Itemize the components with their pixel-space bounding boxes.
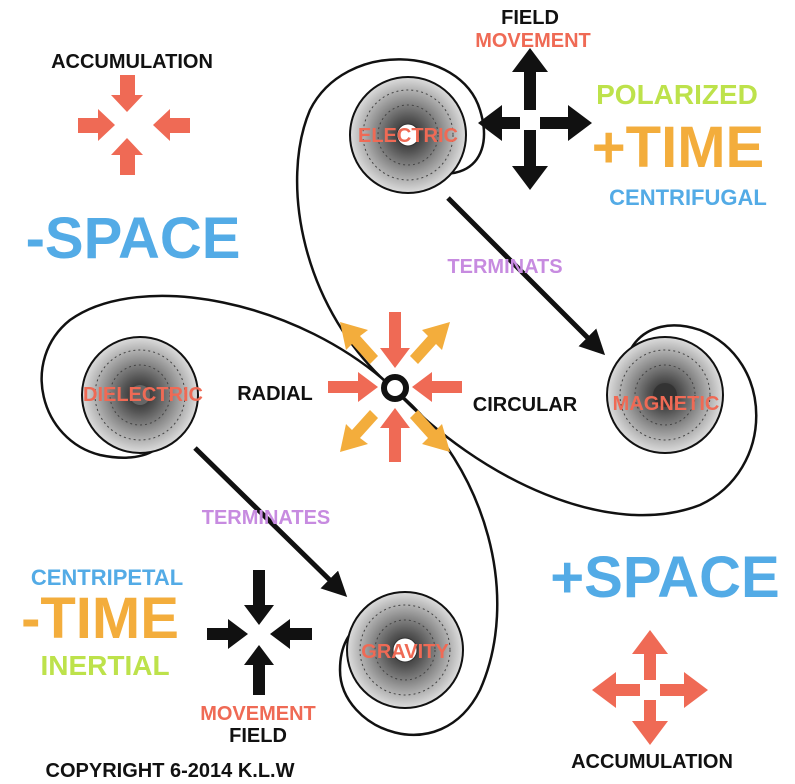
gravity-label: GRAVITY	[361, 641, 449, 663]
dielectric-label: DIELECTRIC	[83, 384, 203, 406]
field-bottom-label: FIELD	[229, 725, 287, 747]
plus-time-label: +TIME	[592, 115, 764, 180]
field-movement-bottom-inward-arrows-icon	[207, 570, 312, 695]
centrifugal-label: CENTRIFUGAL	[609, 185, 767, 210]
magnetic-label: MAGNETIC	[613, 393, 720, 415]
accumulation-top-inward-arrows-icon	[78, 75, 190, 175]
polarized-label: POLARIZED	[596, 79, 758, 110]
electric-label: ELECTRIC	[358, 125, 458, 147]
copyright-label: COPYRIGHT 6-2014 K.L.W	[46, 760, 295, 782]
accumulation-top-label: ACCUMULATION	[51, 51, 213, 73]
circular-label: CIRCULAR	[473, 394, 578, 416]
terminats-label: TERMINATS	[447, 256, 562, 278]
movement-bottom-label: MOVEMENT	[200, 703, 316, 725]
accumulation-bottom-outward-arrows-icon	[592, 630, 708, 745]
terminates-label: TERMINATES	[202, 507, 331, 529]
center-burst-icon	[328, 312, 462, 462]
movement-top-label: MOVEMENT	[475, 30, 591, 52]
field-top-label: FIELD	[501, 7, 559, 29]
radial-label: RADIAL	[237, 383, 313, 405]
inertial-label: INERTIAL	[40, 650, 169, 681]
accumulation-bottom-label: ACCUMULATION	[571, 751, 733, 773]
plus-space-label: +SPACE	[550, 545, 779, 610]
minus-space-label: -SPACE	[26, 206, 241, 271]
minus-time-label: -TIME	[21, 586, 179, 651]
field-movement-top-outward-arrows-icon	[478, 48, 592, 190]
